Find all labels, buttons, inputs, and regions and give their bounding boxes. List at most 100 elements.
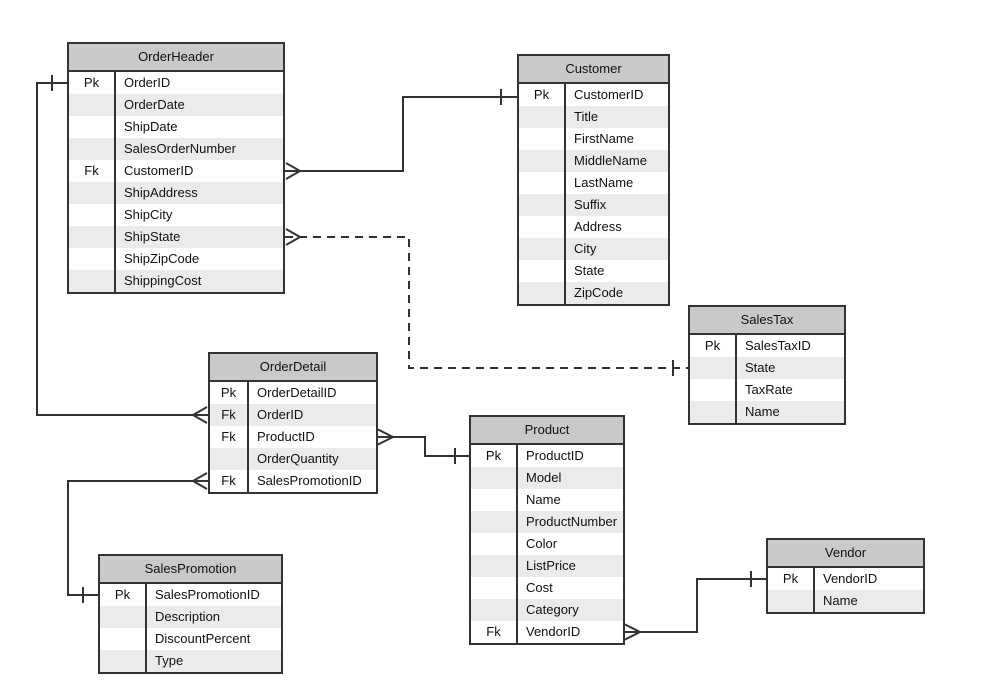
key-badge: Pk <box>100 584 147 606</box>
field-row: Name <box>768 590 923 612</box>
field-name: Title <box>574 109 599 124</box>
connector-orderheader-orderdetail <box>36 75 208 424</box>
field-name: Color <box>526 536 558 551</box>
key-badge <box>519 282 566 304</box>
connector-orderheader-salestax <box>285 228 688 376</box>
field-row: Type <box>100 650 281 672</box>
field-name: ZipCode <box>574 285 624 300</box>
key-badge <box>690 401 737 423</box>
key-badge <box>69 248 116 270</box>
field-name: Description <box>155 609 221 624</box>
key-badge: Pk <box>519 84 566 106</box>
field-row: ShipZipCode <box>69 248 283 270</box>
key-badge <box>519 172 566 194</box>
field-name: Address <box>574 219 622 234</box>
field-row: ShipCity <box>69 204 283 226</box>
field-name: SalesOrderNumber <box>124 141 236 156</box>
field-name: OrderDetailID <box>257 385 337 400</box>
key-badge: Fk <box>69 160 116 182</box>
field-row: Model <box>471 467 623 489</box>
field-row: Cost <box>471 577 623 599</box>
field-row: LastName <box>519 172 668 194</box>
key-badge <box>69 138 116 160</box>
field-name: MiddleName <box>574 153 647 168</box>
key-badge <box>519 150 566 172</box>
field-row: State <box>690 357 844 379</box>
key-badge <box>519 216 566 238</box>
field-row: ShipAddress <box>69 182 283 204</box>
field-row: TaxRate <box>690 379 844 401</box>
key-badge <box>69 204 116 226</box>
field-row: MiddleName <box>519 150 668 172</box>
field-name: VendorID <box>823 571 878 586</box>
key-badge <box>471 511 518 533</box>
key-badge <box>471 577 518 599</box>
table-title: Vendor <box>768 540 923 568</box>
field-row: Name <box>471 489 623 511</box>
entity-vendor: Vendor Pk VendorID Name <box>766 538 925 614</box>
field-name: ShipState <box>124 229 181 244</box>
connector-orderdetail-product <box>376 428 469 464</box>
field-name: Cost <box>526 580 553 595</box>
connector-orderdetail-salespromotion <box>67 472 208 603</box>
connector-orderheader-customer <box>285 89 517 180</box>
crow-foot-icon <box>190 472 208 490</box>
key-badge: Fk <box>210 426 249 448</box>
key-badge: Pk <box>69 72 116 94</box>
field-name: CustomerID <box>574 87 644 102</box>
field-name: VendorID <box>526 624 581 639</box>
field-name: State <box>745 360 776 375</box>
field-row: Category <box>471 599 623 621</box>
key-badge <box>519 128 566 150</box>
key-badge <box>471 533 518 555</box>
field-name: ShipDate <box>124 119 178 134</box>
key-badge <box>768 590 815 612</box>
table-title: Customer <box>519 56 668 84</box>
field-name: Category <box>526 602 579 617</box>
key-badge <box>471 467 518 489</box>
field-name: TaxRate <box>745 382 793 397</box>
key-badge <box>471 555 518 577</box>
field-name: LastName <box>574 175 634 190</box>
field-name: ProductID <box>526 448 584 463</box>
crow-foot-icon <box>190 406 208 424</box>
key-badge <box>69 270 116 292</box>
field-row: ProductNumber <box>471 511 623 533</box>
field-name: Type <box>155 653 184 668</box>
key-badge <box>519 260 566 282</box>
key-badge <box>100 628 147 650</box>
field-row: Pk VendorID <box>768 568 923 590</box>
field-row: ListPrice <box>471 555 623 577</box>
field-name: FirstName <box>574 131 634 146</box>
field-name: ShipCity <box>124 207 173 222</box>
table-body: Pk VendorID Name <box>768 568 923 612</box>
field-row: ZipCode <box>519 282 668 304</box>
key-badge <box>100 650 147 672</box>
field-name: Name <box>823 593 858 608</box>
table-title: SalesTax <box>690 307 844 335</box>
key-badge <box>210 448 249 470</box>
field-name: DiscountPercent <box>155 631 251 646</box>
key-badge <box>69 182 116 204</box>
field-row: OrderQuantity <box>210 448 376 470</box>
field-name: ListPrice <box>526 558 576 573</box>
crow-foot-icon <box>376 428 396 446</box>
key-badge <box>100 606 147 628</box>
key-badge: Pk <box>768 568 815 590</box>
field-row: ShipState <box>69 226 283 248</box>
field-row: Name <box>690 401 844 423</box>
